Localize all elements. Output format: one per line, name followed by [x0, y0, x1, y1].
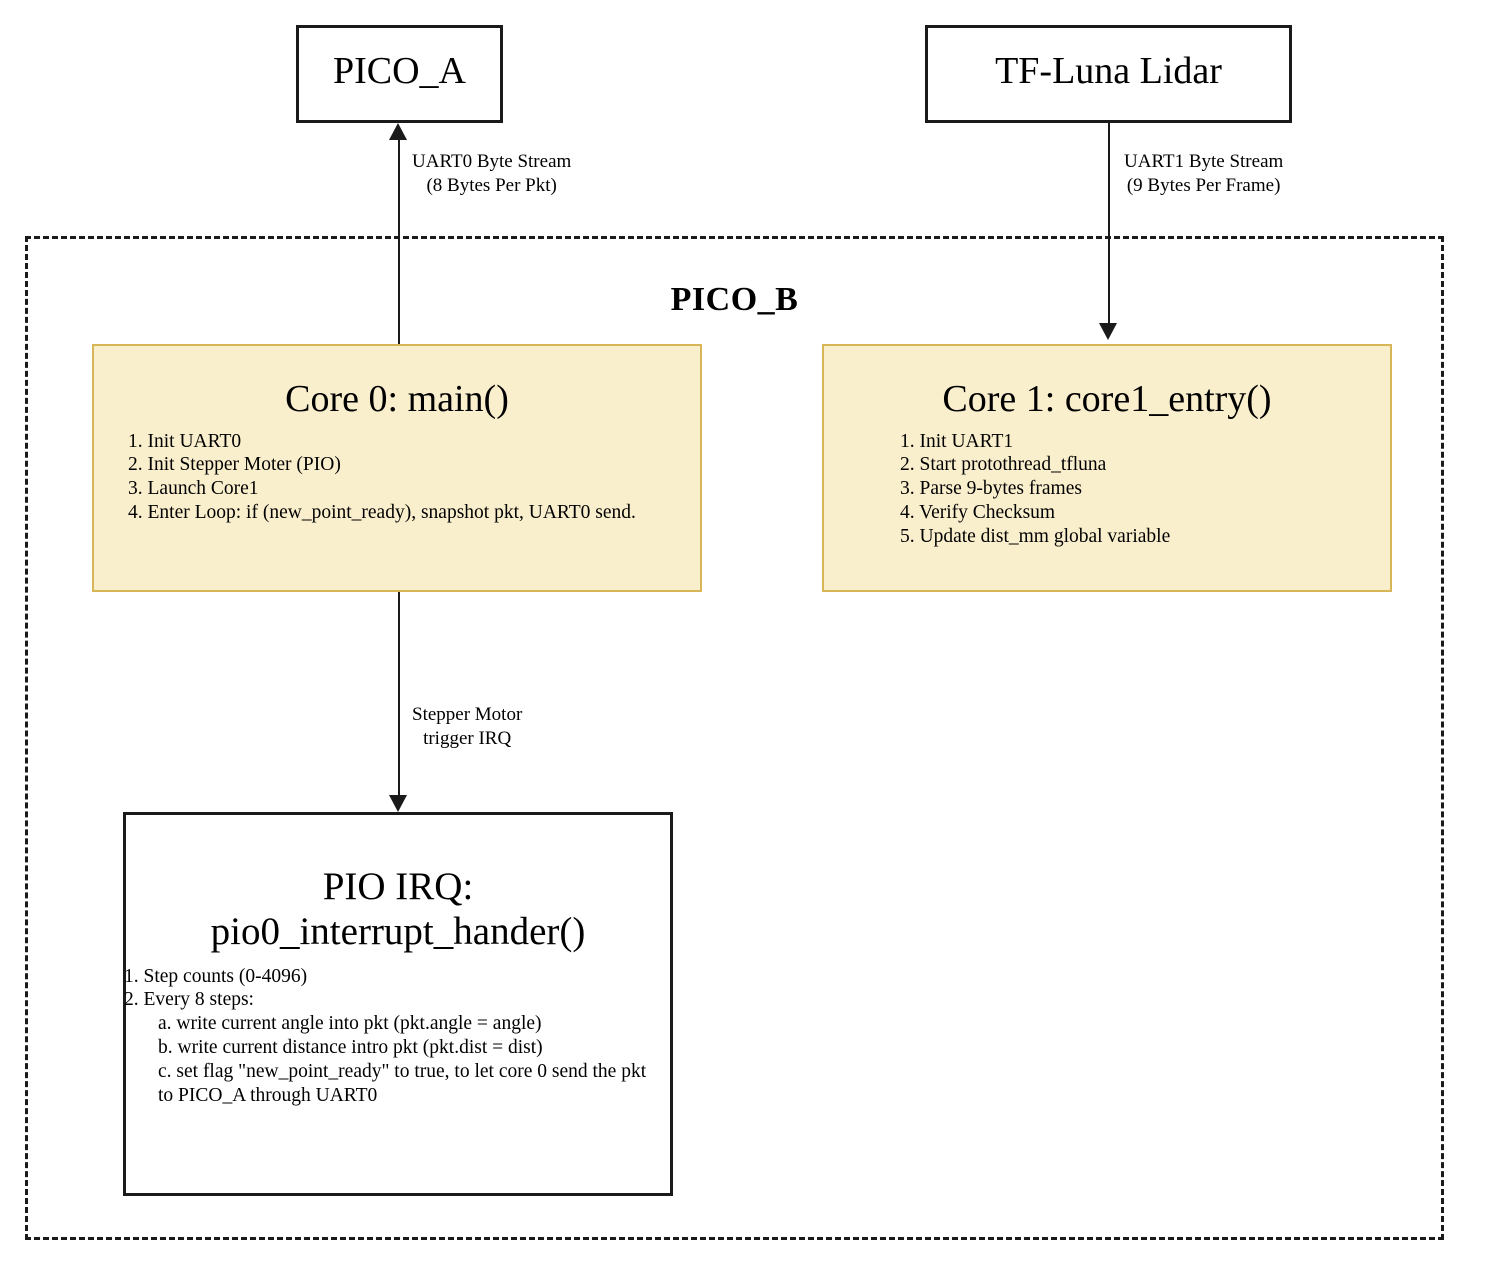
list-item: 4. Verify Checksum [900, 502, 1056, 524]
list-item: c. set flag "new_point_ready" to true, t… [158, 1060, 647, 1106]
edge-core0-to-pico-a-line [398, 140, 400, 344]
node-tf-luna-lidar[interactable]: TF-Luna Lidar [925, 25, 1292, 123]
edge-label-uart0-line2: (8 Bytes Per Pkt) [426, 174, 557, 196]
edge-core0-to-pio-arrowhead [389, 795, 407, 812]
node-pio-irq-steps: 1. Step counts (0-4096) 2. Every 8 steps… [124, 965, 664, 1108]
edge-tfluna-to-core1-line [1108, 123, 1110, 323]
node-pio-irq-title-line1: PIO IRQ: [322, 865, 474, 908]
node-core1-title: Core 1: core1_entry() [942, 378, 1272, 420]
list-item: 5. Update dist_mm global variable [900, 525, 1171, 547]
list-item: a. write current angle into pkt (pkt.ang… [158, 1013, 542, 1035]
edge-label-uart1-line2: (9 Bytes Per Frame) [1126, 174, 1281, 196]
list-item: 4. Enter Loop: if (new_point_ready), sna… [128, 502, 636, 524]
container-pico-b: PICO_B [25, 236, 1444, 1240]
node-core0-steps: 1. Init UART0 2. Init Stepper Moter (PIO… [128, 430, 700, 525]
list-item: 1. Init UART1 [900, 430, 1014, 452]
node-core0-title: Core 0: main() [285, 378, 509, 420]
node-pio-irq-handler[interactable]: PIO IRQ: pio0_interrupt_hander() 1. Step… [123, 812, 673, 1196]
node-core1-entry[interactable]: Core 1: core1_entry() 1. Init UART1 2. S… [822, 344, 1392, 592]
node-pio-irq-title-line2: pio0_interrupt_hander() [210, 909, 586, 953]
edge-label-stepper-irq-line1: Stepper Motor [412, 704, 523, 725]
node-tf-luna-lidar-title: TF-Luna Lidar [995, 50, 1222, 92]
list-item: 1. Step counts (0-4096) [124, 965, 308, 987]
edge-label-uart0: UART0 Byte Stream (8 Bytes Per Pkt) [412, 150, 571, 198]
list-item: b. write current distance intro pkt (pkt… [158, 1037, 543, 1059]
edge-core0-to-pio-line [398, 592, 400, 795]
node-core0-main[interactable]: Core 0: main() 1. Init UART0 2. Init Ste… [92, 344, 702, 592]
list-item: 3. Launch Core1 [128, 478, 259, 500]
container-pico-b-title: PICO_B [670, 281, 799, 318]
list-item: 3. Parse 9-bytes frames [900, 478, 1082, 500]
list-item: 2. Every 8 steps: [124, 989, 254, 1011]
edge-label-stepper-irq: Stepper Motor trigger IRQ [412, 703, 522, 751]
edge-label-stepper-irq-line2: trigger IRQ [423, 727, 512, 749]
edge-tfluna-to-core1-arrowhead [1099, 323, 1117, 340]
list-item: 1. Init UART0 [128, 430, 242, 452]
edge-label-uart0-line1: UART0 Byte Stream [412, 151, 572, 172]
node-pico-a-title: PICO_A [332, 50, 467, 92]
edge-label-uart1-line1: UART1 Byte Stream [1124, 151, 1284, 172]
node-pico-a[interactable]: PICO_A [296, 25, 503, 123]
edge-core0-to-pico-a-arrowhead [389, 123, 407, 140]
list-item: 2. Start protothread_tfluna [900, 454, 1107, 476]
list-item: 2. Init Stepper Moter (PIO) [128, 454, 341, 476]
node-core1-steps: 1. Init UART1 2. Start protothread_tflun… [900, 430, 1390, 549]
node-pio-irq-title: PIO IRQ: pio0_interrupt_hander() [126, 865, 670, 955]
edge-label-uart1: UART1 Byte Stream (9 Bytes Per Frame) [1124, 150, 1283, 198]
